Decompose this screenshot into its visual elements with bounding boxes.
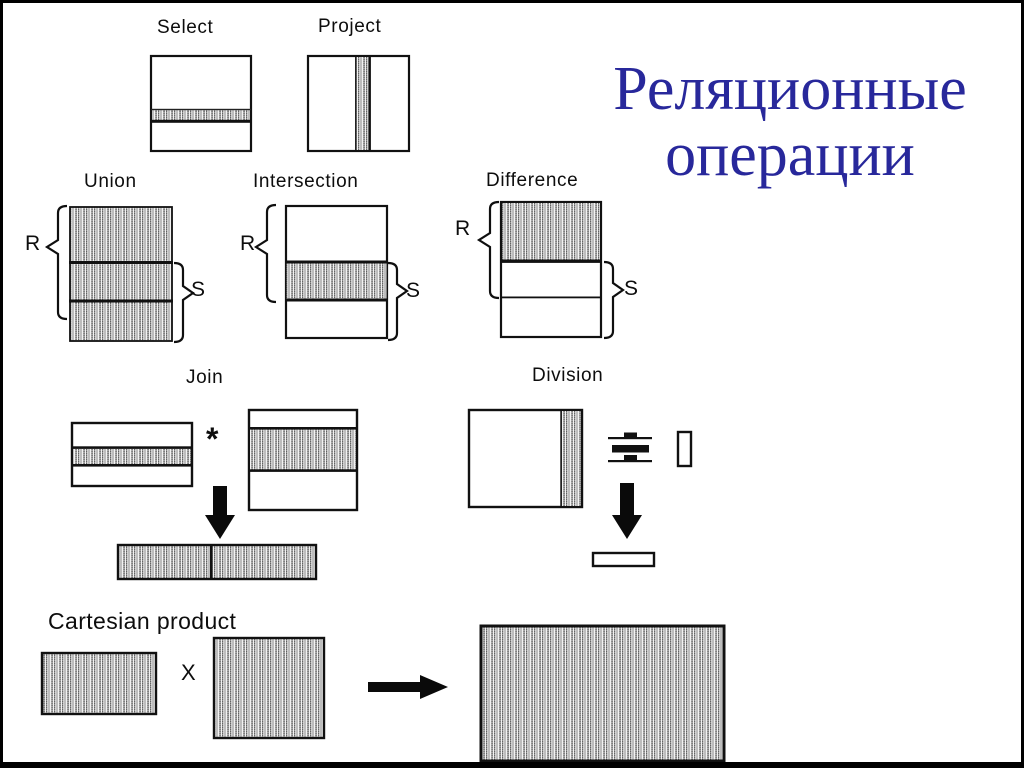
join-diagram	[70, 408, 359, 581]
select-diagram	[149, 54, 253, 153]
difference-r-brace-icon	[476, 200, 500, 300]
cartesian-right-table	[212, 636, 326, 740]
select-row-bottom-line	[150, 119, 252, 123]
intersection-label: Intersection	[253, 171, 359, 192]
union-diagram	[44, 204, 195, 344]
join-left-row-top-line	[72, 446, 192, 449]
slide-title-line2: операции	[665, 121, 915, 189]
intersection-divider-1	[285, 260, 388, 264]
intersection-r-brace-icon	[253, 203, 277, 304]
union-relation-s-label: S	[191, 278, 206, 301]
union-s-brace-icon	[173, 261, 195, 344]
intersection-relation-r-label: R	[240, 232, 256, 255]
division-result-table	[591, 551, 656, 568]
difference-divider-1	[500, 259, 602, 263]
union-relation-r-label: R	[25, 232, 41, 255]
slide-title-line1: Реляционные	[613, 55, 967, 123]
intersection-diagram	[253, 203, 409, 342]
project-label: Project	[318, 16, 382, 37]
difference-divider-2	[500, 296, 602, 299]
select-selected-row	[152, 110, 250, 120]
join-label: Join	[186, 367, 224, 388]
cartesian-product-diagram	[40, 624, 726, 763]
division-diagram	[467, 408, 693, 568]
division-down-arrow-icon	[612, 483, 642, 539]
cartesian-result-table	[479, 624, 726, 763]
difference-relation-r-label: R	[455, 217, 471, 240]
intersection-s-brace-icon	[387, 261, 409, 342]
difference-label: Difference	[486, 170, 579, 191]
union-divider-2	[69, 299, 173, 303]
division-divisor-table	[676, 430, 693, 468]
cartesian-operator-symbol: X	[181, 660, 196, 685]
select-row-top-line	[151, 108, 251, 111]
join-result-divider	[210, 545, 213, 579]
select-label: Select	[157, 17, 214, 38]
difference-s-brace-icon	[603, 260, 625, 340]
difference-result-rows	[502, 203, 600, 260]
project-diagram	[306, 54, 411, 153]
join-operator-symbol: *	[206, 421, 219, 457]
union-divider-1	[69, 261, 173, 264]
division-sign-icon	[608, 432, 652, 463]
join-right-rows-top-line	[249, 427, 357, 430]
join-left-row-bottom-line	[72, 464, 192, 467]
slide-title: Реляционные операции	[558, 56, 1022, 188]
join-right-match-rows	[250, 429, 356, 470]
division-dividend-column	[561, 411, 581, 506]
join-left-match-row	[73, 449, 191, 464]
union-table	[69, 206, 173, 342]
project-column-left-line	[355, 57, 357, 150]
cartesian-right-arrow-icon	[368, 675, 448, 699]
cartesian-product-label: Cartesian product	[48, 608, 237, 634]
division-column-left-line	[560, 410, 562, 507]
difference-relation-s-label: S	[624, 277, 639, 300]
join-right-rows-bottom-line	[249, 469, 357, 472]
join-down-arrow-icon	[205, 486, 235, 539]
project-selected-column	[356, 57, 369, 150]
difference-diagram	[476, 200, 625, 340]
union-r-brace-icon	[44, 204, 68, 321]
cartesian-left-table	[40, 651, 158, 716]
union-label: Union	[84, 171, 137, 192]
project-column-right-line	[368, 57, 371, 150]
division-label: Division	[532, 365, 604, 386]
intersection-shared-rows	[286, 263, 387, 299]
join-result-table	[116, 543, 318, 581]
select-table	[149, 54, 253, 153]
intersection-divider-2	[285, 298, 388, 302]
intersection-relation-s-label: S	[406, 279, 421, 302]
